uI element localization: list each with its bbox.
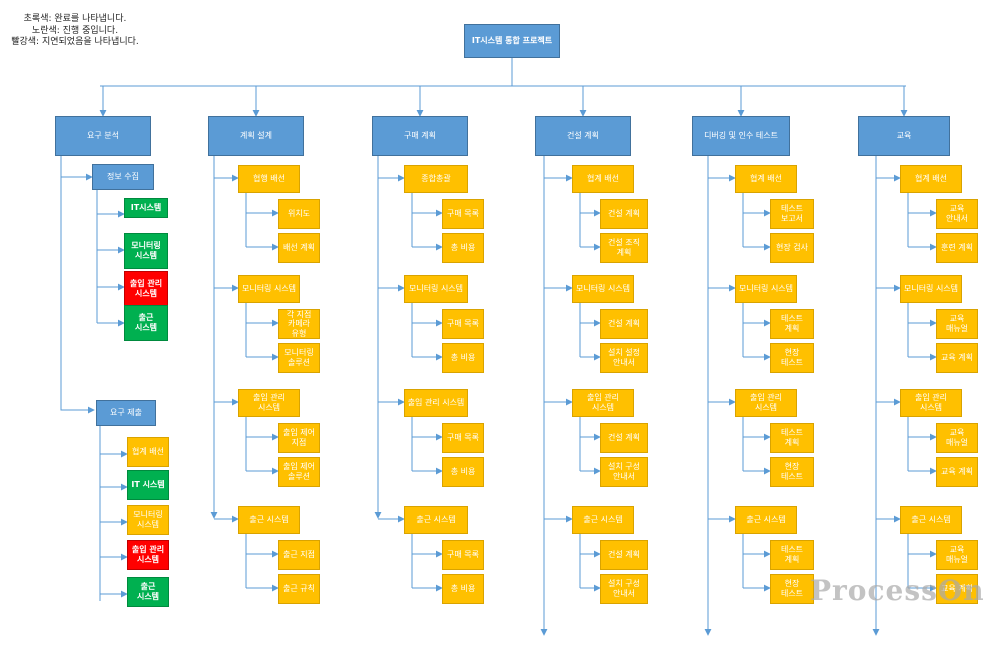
node-f2a: 교육 매뉴얼: [936, 309, 978, 339]
node-a1: 정보 수집: [92, 164, 154, 190]
node-e4: 출근 시스템: [735, 506, 797, 534]
color-legend: 초록색: 완료를 나타냅니다. 노란색: 진행 중입니다. 빨강색: 지연되었음…: [10, 14, 140, 49]
node-f2b: 교육 계획: [936, 343, 978, 373]
node-c4: 출근 시스템: [404, 506, 468, 534]
node-e2: 모니터링 시스템: [735, 275, 797, 303]
node-a2: 요구 제출: [96, 400, 156, 426]
node-b3a: 출입 제어 지점: [278, 423, 320, 453]
node-c1: 종합총괄: [404, 165, 468, 193]
node-e4a: 테스트 계획: [770, 540, 814, 570]
node-d4: 출근 시스템: [572, 506, 634, 534]
node-f3a: 교육 매뉴얼: [936, 423, 978, 453]
node-b1: 협행 배선: [238, 165, 300, 193]
node-d3b: 설치 구성 안내서: [600, 457, 648, 487]
watermark-logo: ProcessOn: [810, 574, 985, 607]
root-node: IT시스템 통합 프로젝트: [464, 24, 560, 58]
node-a2d: 출입 관리 시스템: [127, 540, 169, 570]
node-a2b: IT 시스템: [127, 470, 169, 500]
node-b: 계획 설계: [208, 116, 304, 156]
node-d2: 모니터링 시스템: [572, 275, 634, 303]
node-d: 건설 계획: [535, 116, 631, 156]
node-a1a: IT시스템: [124, 198, 168, 218]
node-d1a: 건설 계획: [600, 199, 648, 229]
node-c2b: 총 비용: [442, 343, 484, 373]
node-a2e: 출근 시스템: [127, 577, 169, 607]
node-d4a: 건설 계획: [600, 540, 648, 570]
node-c3a: 구매 목록: [442, 423, 484, 453]
node-d2a: 건설 계획: [600, 309, 648, 339]
node-c1a: 구매 목록: [442, 199, 484, 229]
node-e1: 협계 배선: [735, 165, 797, 193]
node-d3a: 건설 계획: [600, 423, 648, 453]
node-f3b: 교육 계획: [936, 457, 978, 487]
node-c1b: 총 비용: [442, 233, 484, 263]
node-f4b: 교육 계획: [936, 574, 978, 604]
node-f4: 출근 시스템: [900, 506, 962, 534]
node-d1: 협계 배선: [572, 165, 634, 193]
node-b3: 출입 관리 시스템: [238, 389, 300, 417]
node-f1: 협계 배선: [900, 165, 962, 193]
node-a1d: 출근 시스템: [124, 305, 168, 341]
legend-yellow: 노란색: 진행 중입니다.: [31, 25, 119, 36]
node-e4b: 현장 테스트: [770, 574, 814, 604]
node-b4: 출근 시스템: [238, 506, 300, 534]
node-f2: 모니터링 시스템: [900, 275, 962, 303]
node-c: 구매 계획: [372, 116, 468, 156]
node-c4b: 총 비용: [442, 574, 484, 604]
node-f: 교육: [858, 116, 950, 156]
node-b3b: 출입 제어 솔루션: [278, 457, 320, 487]
node-e: 디버깅 및 인수 테스트: [692, 116, 790, 156]
node-b1b: 배선 계획: [278, 233, 320, 263]
node-e3b: 현장 테스트: [770, 457, 814, 487]
node-a2a: 협계 배선: [127, 437, 169, 467]
node-b4a: 출근 지점: [278, 540, 320, 570]
node-c2: 모니터링 시스템: [404, 275, 468, 303]
node-b4b: 출근 규칙: [278, 574, 320, 604]
node-f4a: 교육 매뉴얼: [936, 540, 978, 570]
node-c3: 출입 관리 시스템: [404, 389, 468, 417]
node-a1b: 모니터링 시스템: [124, 233, 168, 269]
node-b1a: 위치도: [278, 199, 320, 229]
node-f1a: 교육 안내서: [936, 199, 978, 229]
legend-green: 초록색: 완료를 나타냅니다.: [23, 14, 127, 24]
node-d2b: 설치 설정 안내서: [600, 343, 648, 373]
node-a: 요구 분석: [55, 116, 151, 156]
node-e2b: 현장 테스트: [770, 343, 814, 373]
node-c4a: 구매 목록: [442, 540, 484, 570]
node-d3: 출입 관리 시스템: [572, 389, 634, 417]
node-b2a: 각 지점 카메라 유형: [278, 309, 320, 339]
node-a2c: 모니터링 시스템: [127, 505, 169, 535]
node-b2: 모니터링 시스템: [238, 275, 300, 303]
node-d1b: 건설 조직 계획: [600, 233, 648, 263]
node-f1b: 훈련 계획: [936, 233, 978, 263]
legend-red: 빨강색: 지연되었음을 나타냅니다.: [11, 37, 139, 48]
node-a1c: 출입 관리 시스템: [124, 271, 168, 307]
node-c2a: 구매 목록: [442, 309, 484, 339]
spine-a: [60, 156, 95, 414]
node-e3a: 테스트 계획: [770, 423, 814, 453]
node-e3: 출입 관리 시스템: [735, 389, 797, 417]
node-e1a: 테스트 보고서: [770, 199, 814, 229]
node-e1b: 현장 검사: [770, 233, 814, 263]
node-f3: 출입 관리 시스템: [900, 389, 962, 417]
node-b2b: 모니터링 솔루션: [278, 343, 320, 373]
node-d4b: 설치 구성 안내서: [600, 574, 648, 604]
node-e2a: 테스트 계획: [770, 309, 814, 339]
node-c3b: 총 비용: [442, 457, 484, 487]
